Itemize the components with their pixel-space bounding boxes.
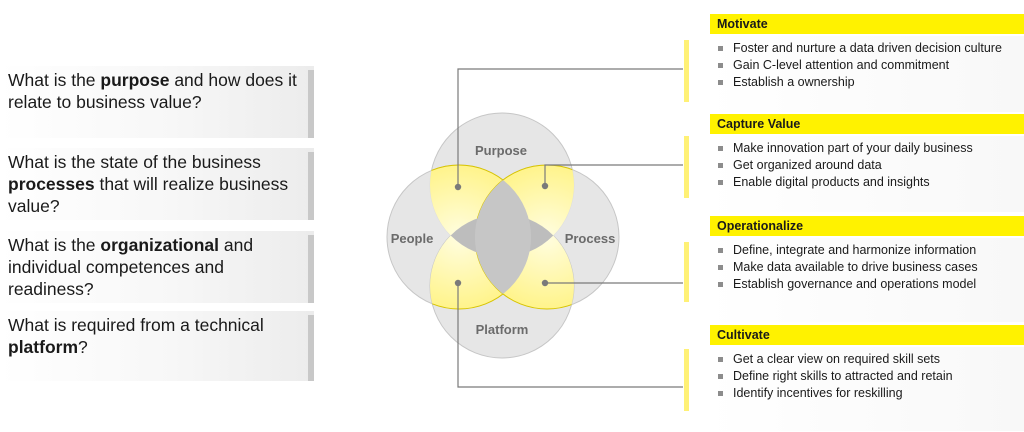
panel-list: Foster and nurture a data driven decisio… [706, 36, 1024, 91]
list-item: Enable digital products and insights [718, 174, 1024, 191]
question-text-before: What is the [8, 70, 101, 90]
venn-label-purpose: Purpose [475, 143, 527, 158]
question-keyword: platform [8, 337, 78, 357]
connector-dot [541, 279, 549, 287]
question-keyword: purpose [100, 70, 170, 90]
question-text-before: What is the state of the business [8, 152, 261, 172]
question-divider [308, 235, 314, 303]
panel-list: Get a clear view on required skill sets … [706, 347, 1024, 402]
question-purpose: What is the purpose and how does it rela… [0, 66, 314, 138]
connector-motivate [457, 68, 683, 187]
panel-body: Foster and nurture a data driven decisio… [684, 36, 1024, 112]
venn-label-platform: Platform [476, 322, 529, 337]
connector-cultivate [457, 283, 683, 388]
question-text-after: and individual competences and readiness… [8, 235, 254, 299]
panel-title: Cultivate [710, 325, 1024, 345]
question-divider [308, 152, 314, 220]
question-text-before: What is required from a technical [8, 315, 264, 335]
panel-list: Make innovation part of your daily busin… [706, 136, 1024, 191]
panel-list: Define, integrate and harmonize informat… [706, 238, 1024, 293]
panel-title: Operationalize [710, 216, 1024, 236]
connector-dots [454, 182, 549, 287]
list-item: Define right skills to attracted and ret… [718, 368, 1024, 385]
list-item: Define, integrate and harmonize informat… [718, 242, 1024, 259]
list-item: Establish governance and operations mode… [718, 276, 1024, 293]
question-text-after: and how does it relate to business value… [8, 70, 297, 112]
list-item: Identify incentives for reskilling [718, 385, 1024, 402]
venn-center [430, 165, 574, 309]
list-item: Get a clear view on required skill sets [718, 351, 1024, 368]
question-text-before: What is the [8, 235, 101, 255]
list-item: Make data available to drive business ca… [718, 259, 1024, 276]
question-divider [308, 315, 314, 381]
question-text-after: ? [78, 337, 88, 357]
question-text-after: that will realize business value? [8, 174, 289, 216]
question-platform: What is required from a technical platfo… [0, 311, 314, 381]
question-keyword: processes [8, 174, 95, 194]
panel-accent-bar [684, 349, 689, 411]
list-item: Get organized around data [718, 157, 1024, 174]
connector-dot [541, 182, 549, 190]
panel-accent-bar [684, 40, 689, 102]
panel-body: Get a clear view on required skill sets … [684, 347, 1024, 431]
panel-title: Motivate [710, 14, 1024, 34]
panel-title: Capture Value [710, 114, 1024, 134]
connector-capture-value [544, 164, 683, 186]
list-item: Establish a ownership [718, 74, 1024, 91]
panel-accent-bar [684, 136, 689, 198]
list-item: Gain C-level attention and commitment [718, 57, 1024, 74]
panel-accent-bar [684, 242, 689, 302]
venn-label-process: Process [565, 231, 616, 246]
connectors [457, 68, 683, 388]
panel-body: Make innovation part of your daily busin… [684, 136, 1024, 212]
list-item: Make innovation part of your daily busin… [718, 140, 1024, 157]
question-processes: What is the state of the business proces… [0, 148, 314, 220]
list-item: Foster and nurture a data driven decisio… [718, 40, 1024, 57]
question-divider [308, 70, 314, 138]
venn-label-people: People [391, 231, 434, 246]
panel-body: Define, integrate and harmonize informat… [684, 238, 1024, 322]
connector-dot [454, 279, 462, 287]
question-organizational: What is the organizational and individua… [0, 231, 314, 303]
question-keyword: organizational [100, 235, 220, 255]
connector-dot [454, 183, 462, 191]
